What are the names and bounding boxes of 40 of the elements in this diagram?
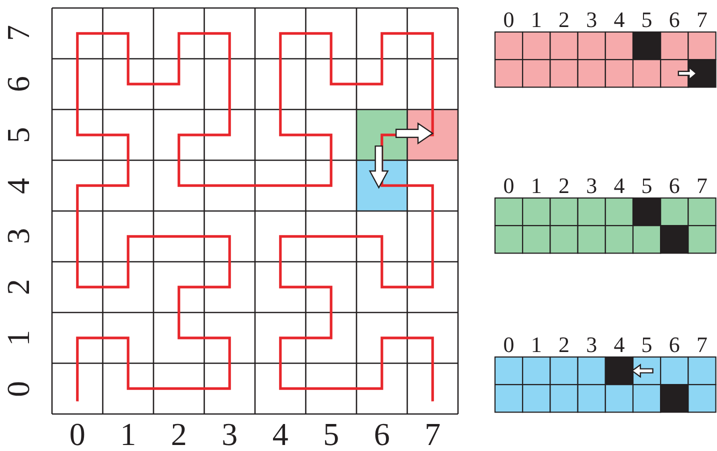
axis-number: 6 [374, 418, 390, 450]
column-number: 2 [558, 9, 570, 31]
column-number: 1 [530, 334, 542, 356]
column-number: 3 [586, 175, 598, 197]
column-number: 1 [530, 9, 542, 31]
column-number: 4 [614, 334, 625, 356]
column-number: 7 [696, 334, 708, 356]
column-number: 6 [668, 334, 680, 356]
axis-number: 3 [2, 228, 34, 244]
axis-number: 1 [2, 330, 34, 346]
column-number: 1 [530, 175, 542, 197]
column-number: 5 [641, 175, 652, 197]
column-number: 5 [641, 9, 652, 31]
column-number: 6 [668, 9, 680, 31]
column-number: 2 [558, 334, 570, 356]
axis-number: 5 [2, 126, 34, 143]
column-number: 7 [696, 175, 708, 197]
axis-number: 4 [2, 178, 34, 194]
column-number: 0 [503, 9, 514, 31]
column-number: 0 [503, 175, 514, 197]
axis-number: 0 [2, 380, 34, 397]
column-number: 4 [614, 175, 625, 197]
axis-number: 4 [272, 418, 288, 450]
column-number: 6 [668, 175, 680, 197]
column-number: 0 [503, 334, 514, 356]
axis-number: 6 [2, 76, 34, 92]
column-number: 3 [586, 9, 598, 31]
axis-number: 2 [170, 418, 187, 450]
column-number: 5 [641, 334, 652, 356]
axis-number: 1 [120, 418, 136, 450]
column-number: 4 [614, 9, 625, 31]
axis-number: 5 [323, 418, 340, 450]
column-number: 3 [586, 334, 598, 356]
column-number: 2 [558, 175, 570, 197]
axis-number: 2 [2, 279, 34, 296]
axis-number: 0 [69, 418, 86, 450]
axis-number: 3 [222, 418, 238, 450]
column-number: 7 [696, 9, 708, 31]
axis-number: 7 [424, 418, 441, 450]
axis-number: 7 [2, 25, 34, 42]
